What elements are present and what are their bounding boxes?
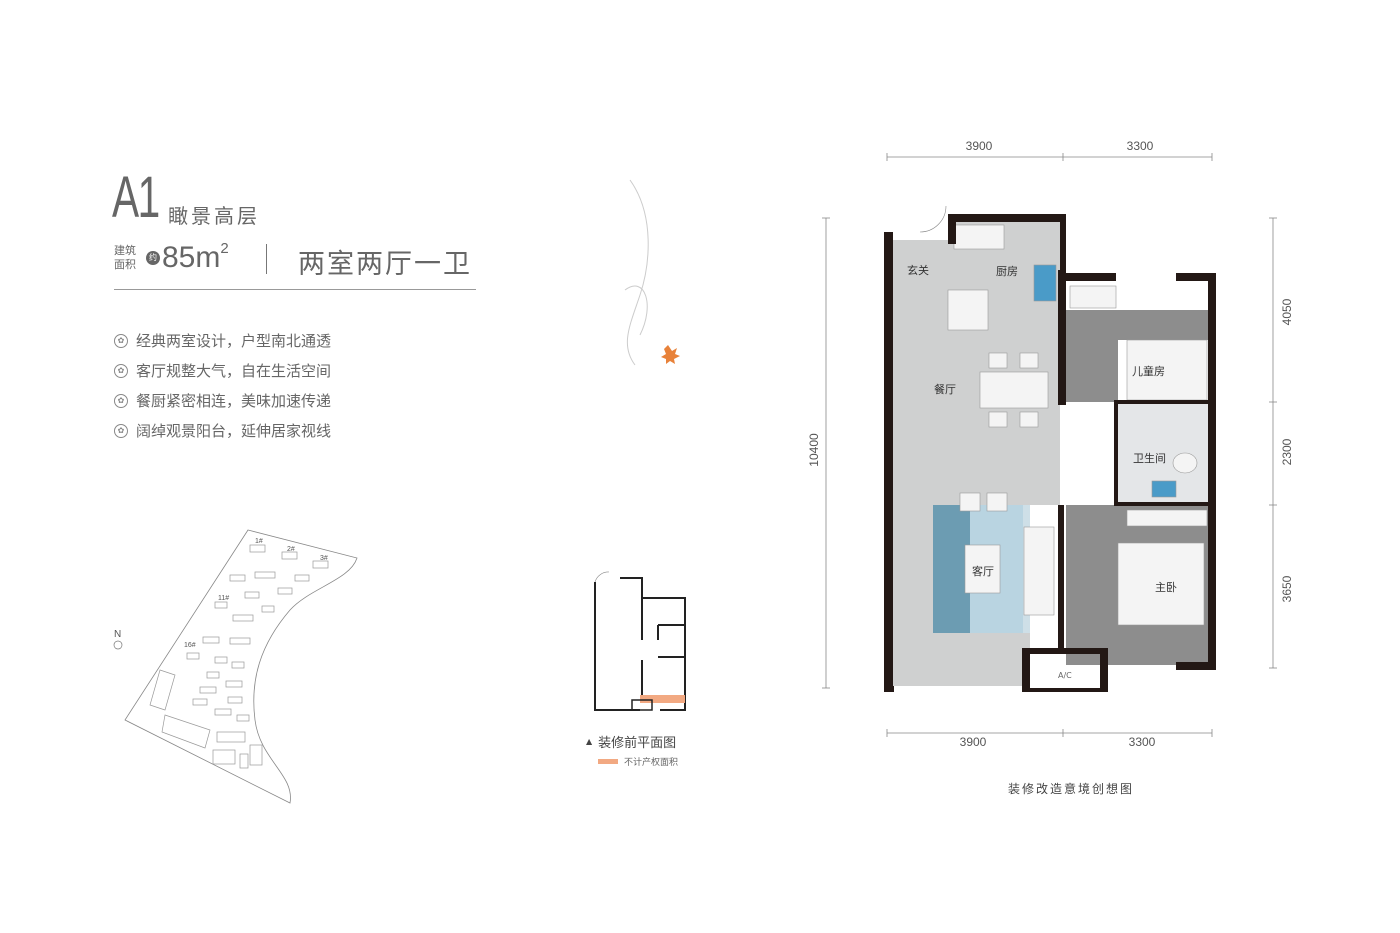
child-room-floor bbox=[1066, 310, 1118, 402]
legend-label: 不计产权面积 bbox=[624, 758, 679, 768]
layout-type: 两室两厅一卫 bbox=[298, 249, 472, 280]
building-label: 3# bbox=[320, 555, 328, 562]
room-label-master-bedroom: 主卧 bbox=[1155, 581, 1177, 594]
feature-text: 餐厨紧密相连，美味加速传递 bbox=[136, 392, 332, 410]
feature-text: 经典两室设计，户型南北通透 bbox=[136, 332, 332, 350]
room-label-bathroom: 卫生间 bbox=[1133, 451, 1166, 465]
room-label-dining: 餐厅 bbox=[934, 382, 956, 396]
original-floor-plan bbox=[594, 571, 686, 711]
room-label-kitchen: 厨房 bbox=[996, 265, 1018, 278]
unit-code: A1 bbox=[112, 165, 160, 230]
furniture bbox=[947, 224, 1208, 626]
north-arrow-icon bbox=[113, 640, 123, 650]
area-unit-sup: 2 bbox=[220, 240, 229, 257]
renovated-plan-caption: 装修改造意境创想图 bbox=[1008, 782, 1135, 796]
leaf-icon: ✿ bbox=[114, 363, 128, 378]
feature-text: 客厅规整大气，自在生活空间 bbox=[136, 362, 332, 380]
legend: 不计产权面积 bbox=[598, 755, 678, 768]
unit-subtitle: 瞰景高层 bbox=[168, 204, 260, 228]
dim-right-2: 2300 bbox=[1280, 438, 1294, 465]
dim-bottom-1: 3900 bbox=[960, 735, 987, 749]
triangle-icon: ▲ bbox=[586, 737, 593, 746]
building-label: 1# bbox=[255, 538, 263, 545]
building-label: 11# bbox=[218, 595, 229, 602]
feature-item: ✿ 餐厨紧密相连，美味加速传递 bbox=[114, 390, 331, 411]
approx-badge: 约 bbox=[146, 251, 160, 265]
room-label-child-room: 儿童房 bbox=[1132, 364, 1165, 378]
dim-right-3: 3650 bbox=[1280, 575, 1294, 602]
feature-item: ✿ 阔绰观景阳台，延伸居家视线 bbox=[114, 420, 331, 441]
area-value: 85m2 bbox=[162, 240, 229, 275]
dim-bottom-2: 3300 bbox=[1129, 735, 1156, 749]
building-footprints bbox=[149, 544, 329, 769]
walls bbox=[884, 214, 1216, 692]
leaf-icon: ✿ bbox=[114, 423, 128, 438]
dim-left: 10400 bbox=[807, 433, 821, 467]
north-label: N bbox=[114, 629, 121, 640]
feature-item: ✿ 经典两室设计，户型南北通透 bbox=[114, 330, 331, 351]
legend-swatch bbox=[598, 759, 618, 764]
building-label: 2# bbox=[287, 546, 295, 553]
leaf-icon: ✿ bbox=[114, 333, 128, 348]
area-number: 85m bbox=[162, 241, 221, 274]
dim-top-2: 3300 bbox=[1127, 139, 1154, 153]
room-label-living: 客厅 bbox=[972, 564, 994, 578]
dim-right-1: 4050 bbox=[1280, 298, 1294, 325]
leaf-icon: ✿ bbox=[114, 393, 128, 408]
entry-door-swing bbox=[919, 205, 947, 233]
original-plan-caption: ▲ 装修前平面图 bbox=[586, 732, 676, 751]
building-label: 16# bbox=[184, 642, 196, 649]
feature-item: ✿ 客厅规整大气，自在生活空间 bbox=[114, 360, 331, 381]
watermark-logo bbox=[624, 179, 680, 366]
room-label-entry: 玄关 bbox=[907, 263, 929, 277]
room-label-ac: A/C bbox=[1058, 671, 1072, 680]
header-divider bbox=[266, 244, 267, 274]
feature-text: 阔绰观景阳台，延伸居家视线 bbox=[136, 422, 332, 440]
maple-leaf-icon bbox=[661, 345, 680, 364]
site-plan: 1# 2# 3# 11# 16# N bbox=[113, 529, 358, 804]
caption-text: 装修前平面图 bbox=[598, 736, 677, 751]
header-rule bbox=[114, 289, 476, 290]
dimension-lines bbox=[822, 153, 1277, 737]
area-label: 建筑面积 bbox=[114, 244, 136, 271]
dim-top-1: 3900 bbox=[966, 139, 993, 153]
